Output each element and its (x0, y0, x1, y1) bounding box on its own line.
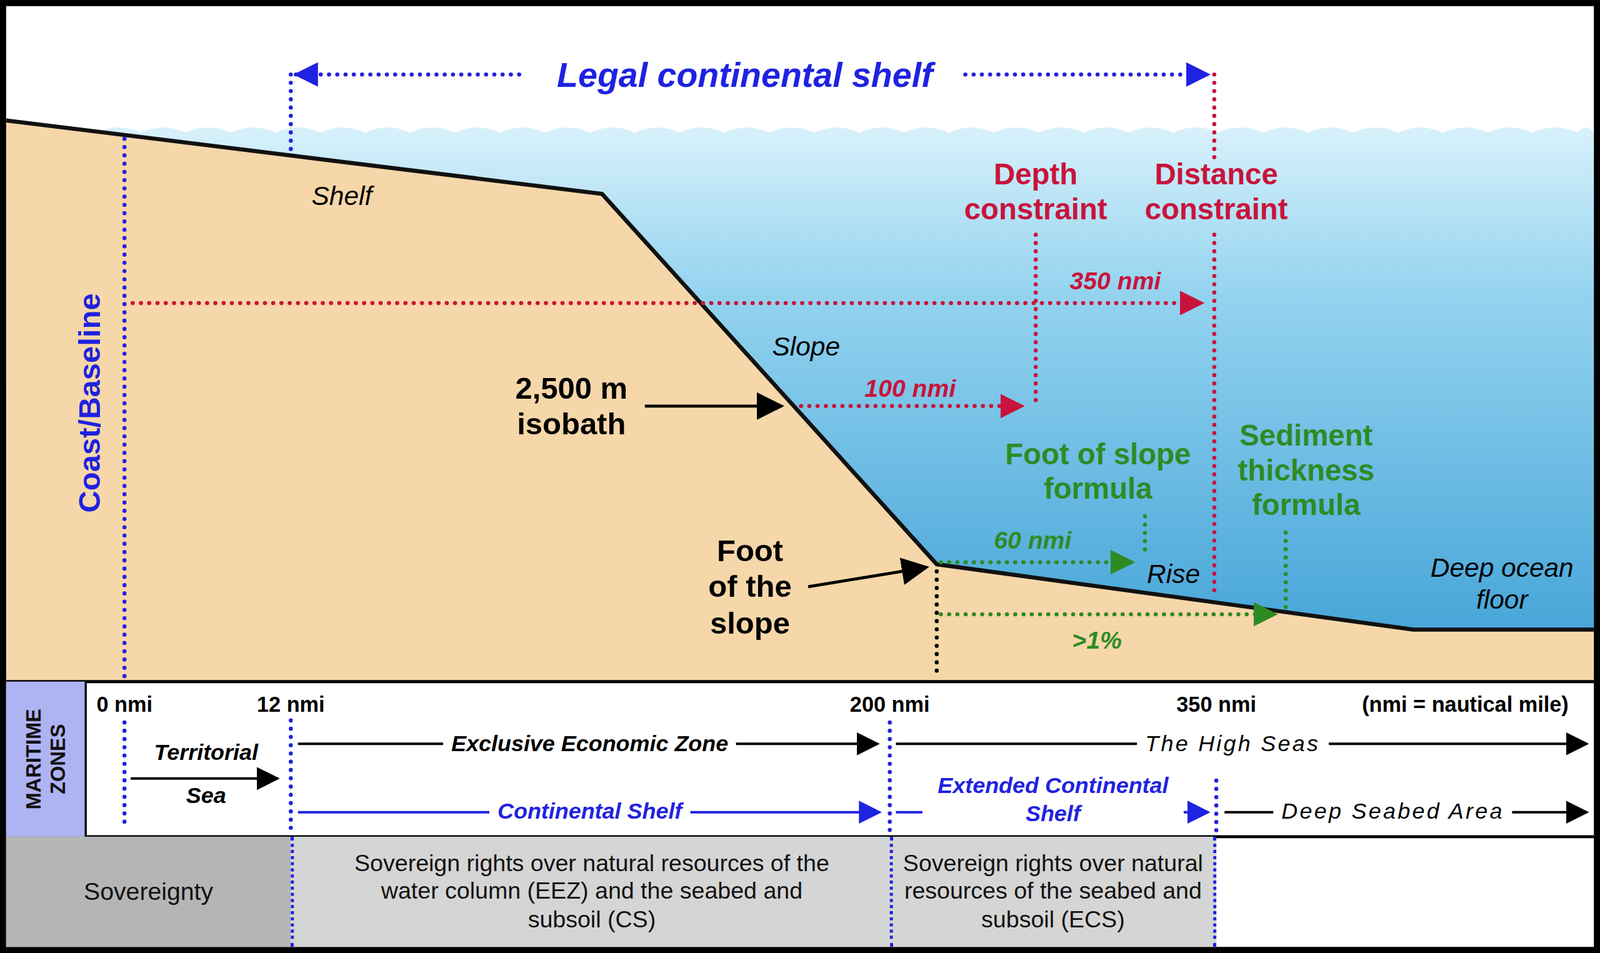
zone-label: Rise (1146, 558, 1200, 590)
distance-line (1212, 74, 1217, 164)
legal-shelf-arrow (965, 72, 1209, 77)
constraint-label: Distance constraint (1126, 156, 1306, 227)
sediment-arrow (940, 612, 1276, 617)
zone-boundaries (124, 720, 1217, 835)
constraint-label: Depth constraint (948, 156, 1123, 227)
zones-panel (1216, 836, 1594, 947)
isobath-arrow (645, 404, 782, 408)
distance-label: 60 nmi (993, 526, 1072, 555)
cell-text: Sovereignty (20, 877, 276, 907)
zone-boundary (1214, 780, 1219, 835)
baseline-label: Coast/Baseline (71, 293, 109, 513)
callout-label: 2,500 m isobath (495, 370, 649, 443)
formula-label: Foot of slope formula (990, 436, 1205, 507)
depth-line (1033, 235, 1039, 407)
foot-line (935, 571, 940, 676)
zone-name: Extended Continental Shelf (922, 771, 1184, 829)
zone-label: Slope (772, 331, 841, 363)
zones-header: MARITIME ZONES (6, 681, 87, 837)
zone-label: Shelf (311, 180, 373, 212)
distance-label: 100 nmi (864, 374, 956, 404)
title-label: Legal continental shelf (548, 53, 942, 95)
panel-line (6, 680, 1594, 684)
rights-cell: Sovereign rights over natural resources … (890, 836, 1217, 947)
distance-tick: 12 nmi (256, 692, 325, 718)
shelf-start-line (288, 74, 294, 154)
zone-boundary (288, 720, 294, 835)
sovereignty-cell: Sovereignty (6, 836, 292, 947)
zone-boundary (122, 722, 127, 825)
cell-text: Sovereign rights over natural resources … (346, 849, 837, 934)
unit-note: (nmi = nautical mile) (1361, 692, 1569, 718)
foot-formula-line (1143, 516, 1148, 557)
zone-label: Deep ocean floor (1415, 552, 1589, 615)
zone-name: Exclusive Economic Zone (443, 730, 737, 757)
distance-line (1212, 235, 1217, 599)
callout-arrows (645, 406, 927, 587)
rights-cell: Sovereign rights over natural resources … (290, 836, 890, 947)
zone-name: The High Seas (1136, 730, 1329, 757)
zone-name: Continental Shelf (489, 798, 690, 825)
zone-name: Deep Seabed Area (1273, 798, 1513, 825)
formula-label: Sediment thickness formula (1216, 418, 1396, 524)
distance-tick: 350 nmi (1176, 692, 1257, 718)
cell-text: Sovereign rights over natural resources … (901, 849, 1204, 934)
baseline-line (122, 138, 127, 680)
foot-60-arrow (940, 560, 1133, 565)
callout-label: Foot of the slope (701, 532, 800, 641)
sediment-formula-line (1283, 532, 1289, 610)
zone-boundary (887, 722, 892, 835)
land (6, 120, 1594, 682)
dotted-lines (124, 74, 1286, 680)
depth-100-arrow (801, 404, 1023, 409)
seabed-profile (6, 120, 1594, 630)
foot-arrow (808, 567, 927, 587)
legal-shelf-arrow (295, 72, 525, 77)
zone-name: Territorial Sea (140, 731, 273, 818)
zones-panel (6, 681, 1594, 837)
zone-arrow (130, 777, 278, 780)
distance-tick: 0 nmi (96, 692, 153, 718)
distance-350-arrow (132, 301, 1202, 306)
frame (3, 3, 1597, 950)
distance-label: 350 nmi (1070, 267, 1162, 297)
cell-text: MARITIME ZONES (20, 693, 70, 826)
distance-tick: 200 nmi (850, 692, 930, 718)
distance-label: >1% (1071, 626, 1122, 655)
